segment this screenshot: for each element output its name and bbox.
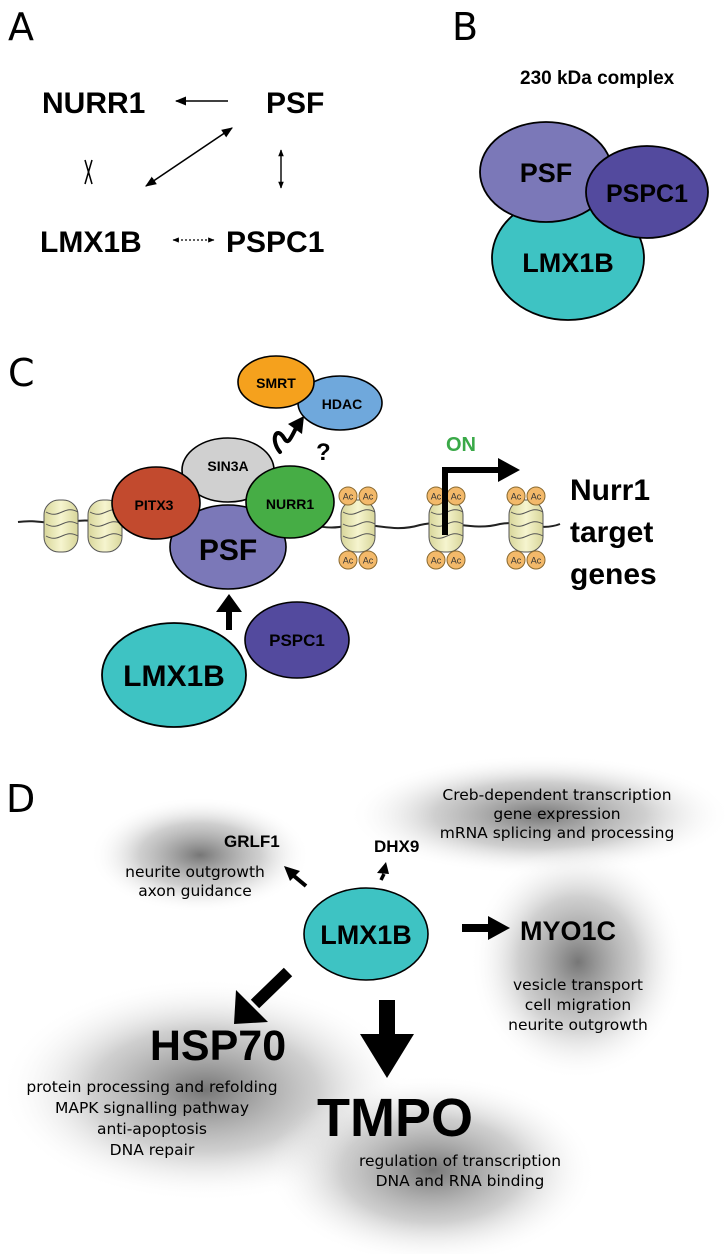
panel-a-letter: A	[8, 5, 34, 49]
myo1c-label: MYO1C	[520, 916, 616, 946]
pspc1-ellipse-c	[244, 601, 350, 679]
recruitment-arrowhead	[288, 416, 304, 434]
hsp70-desc-1: protein processing and refolding	[26, 1078, 277, 1096]
psf-label-c: PSF	[199, 534, 257, 567]
target-line-1: Nurr1	[570, 474, 650, 507]
lmx1b-center-label: LMX1B	[320, 920, 412, 950]
node-pspc1: PSPC1	[226, 226, 324, 259]
tmpo-desc-1: regulation of transcription	[359, 1152, 561, 1170]
acetyl-mark	[446, 550, 466, 570]
acetyl-mark-label: Ac	[511, 492, 522, 502]
acetyl-mark-label: Ac	[363, 492, 374, 502]
node-nurr1: NURR1	[42, 87, 145, 120]
dhx9-label: DHX9	[374, 837, 419, 856]
node-psf: PSF	[266, 87, 324, 120]
acetyl-mark	[338, 550, 358, 570]
cloud-tmpo	[267, 1075, 597, 1254]
tmpo-desc-2: DNA and RNA binding	[376, 1172, 545, 1190]
lmx1b-label-b: LMX1B	[522, 248, 614, 278]
dhx9-desc-3: mRNA splicing and processing	[440, 824, 675, 842]
arrow-to-dhx9	[377, 862, 389, 881]
grlf1-desc-2: axon guidance	[138, 882, 252, 900]
dhx9-desc-1: Creb-dependent transcription	[442, 786, 671, 804]
arrow-to-hsp70	[234, 967, 293, 1024]
tmpo-label: TMPO	[317, 1088, 473, 1148]
myo1c-desc-2: cell migration	[525, 996, 631, 1014]
recruitment-arrow	[272, 426, 298, 454]
panel-c-letter: C	[8, 351, 35, 395]
acetyl-mark	[338, 486, 358, 506]
nucleosome-1	[43, 499, 79, 553]
acetyl-mark-label: Ac	[451, 556, 462, 566]
target-line-2: target	[570, 516, 653, 549]
lmx1b-center-ellipse	[303, 887, 429, 981]
acetyl-mark-label: Ac	[343, 492, 354, 502]
cloud-grlf1	[90, 797, 310, 913]
panel-a: A NURR1 PSF LMX1B PSPC1	[8, 5, 324, 259]
lmx1b-label-c: LMX1B	[123, 660, 225, 693]
arrow-to-tmpo	[360, 1000, 414, 1078]
grlf1-label: GRLF1	[224, 832, 280, 851]
acetyl-mark	[358, 486, 378, 506]
acetyl-mark-label: Ac	[363, 556, 374, 566]
panel-d: D LMX1B DHX9 C	[0, 755, 727, 1254]
arrow-psf-lmx1b	[145, 127, 233, 187]
pspc1-label-c: PSPC1	[269, 631, 325, 650]
acetyl-mark	[506, 486, 526, 506]
complex-title: 230 kDa complex	[520, 68, 675, 89]
pitx3-label: PITX3	[135, 497, 174, 513]
acetyl-mark-label: Ac	[531, 556, 542, 566]
node-lmx1b: LMX1B	[40, 226, 142, 259]
cloud-dhx9	[348, 755, 727, 875]
arrow-to-grlf1	[284, 866, 308, 888]
pspc1-ellipse-b	[585, 145, 709, 239]
panel-d-letter: D	[6, 777, 35, 821]
hsp70-desc-2: MAPK signalling pathway	[55, 1099, 249, 1117]
acetyl-mark-label: Ac	[531, 492, 542, 502]
acetyl-mark	[358, 550, 378, 570]
target-line-3: genes	[570, 558, 657, 591]
acetyl-mark	[426, 550, 446, 570]
grlf1-desc-1: neurite outgrowth	[125, 863, 265, 881]
panel-b: B 230 kDa complex PSF PSPC1 LMX1B	[452, 5, 709, 321]
pspc1-label-b: PSPC1	[606, 180, 688, 208]
acetyl-mark	[526, 486, 546, 506]
nucleosome-3	[340, 499, 376, 553]
smrt-label: SMRT	[256, 375, 296, 391]
hdac-label: HDAC	[322, 396, 362, 412]
acetyl-mark-label: Ac	[431, 556, 442, 566]
acetyl-mark-label: Ac	[511, 556, 522, 566]
myo1c-desc-3: neurite outgrowth	[508, 1016, 648, 1034]
transcription-start-arrow	[442, 467, 500, 535]
nurr1-label-c: NURR1	[266, 496, 314, 512]
cloud-myo1c	[470, 844, 686, 1080]
acetyl-mark-label: Ac	[343, 556, 354, 566]
acetyl-mark-label: Ac	[431, 492, 442, 502]
smrt-ellipse	[237, 355, 315, 409]
myo1c-desc-1: vesicle transport	[513, 976, 643, 994]
arrow-to-myo1c	[462, 916, 510, 940]
dhx9-desc-2: gene expression	[493, 805, 620, 823]
hsp70-desc-4: DNA repair	[110, 1141, 195, 1159]
acetyl-mark	[506, 550, 526, 570]
panel-b-letter: B	[452, 5, 478, 49]
lmx1b-ellipse-c	[101, 622, 247, 728]
pitx3-ellipse	[111, 466, 201, 540]
lmx1b-to-psf-arrowhead	[216, 594, 242, 612]
nurr1-ellipse-c	[245, 465, 335, 539]
question-mark: ?	[316, 439, 331, 466]
transcription-arrowhead	[498, 458, 520, 482]
psf-label-b: PSF	[520, 158, 573, 188]
acetyl-mark	[526, 550, 546, 570]
sin3a-label: SIN3A	[207, 458, 248, 474]
nucleosome-5	[508, 499, 544, 553]
no-interaction-mark	[84, 159, 93, 185]
hsp70-desc-3: anti-apoptosis	[97, 1120, 207, 1138]
acetyl-mark-label: Ac	[451, 492, 462, 502]
on-label: ON	[446, 434, 476, 456]
hsp70-label: HSP70	[150, 1022, 286, 1070]
